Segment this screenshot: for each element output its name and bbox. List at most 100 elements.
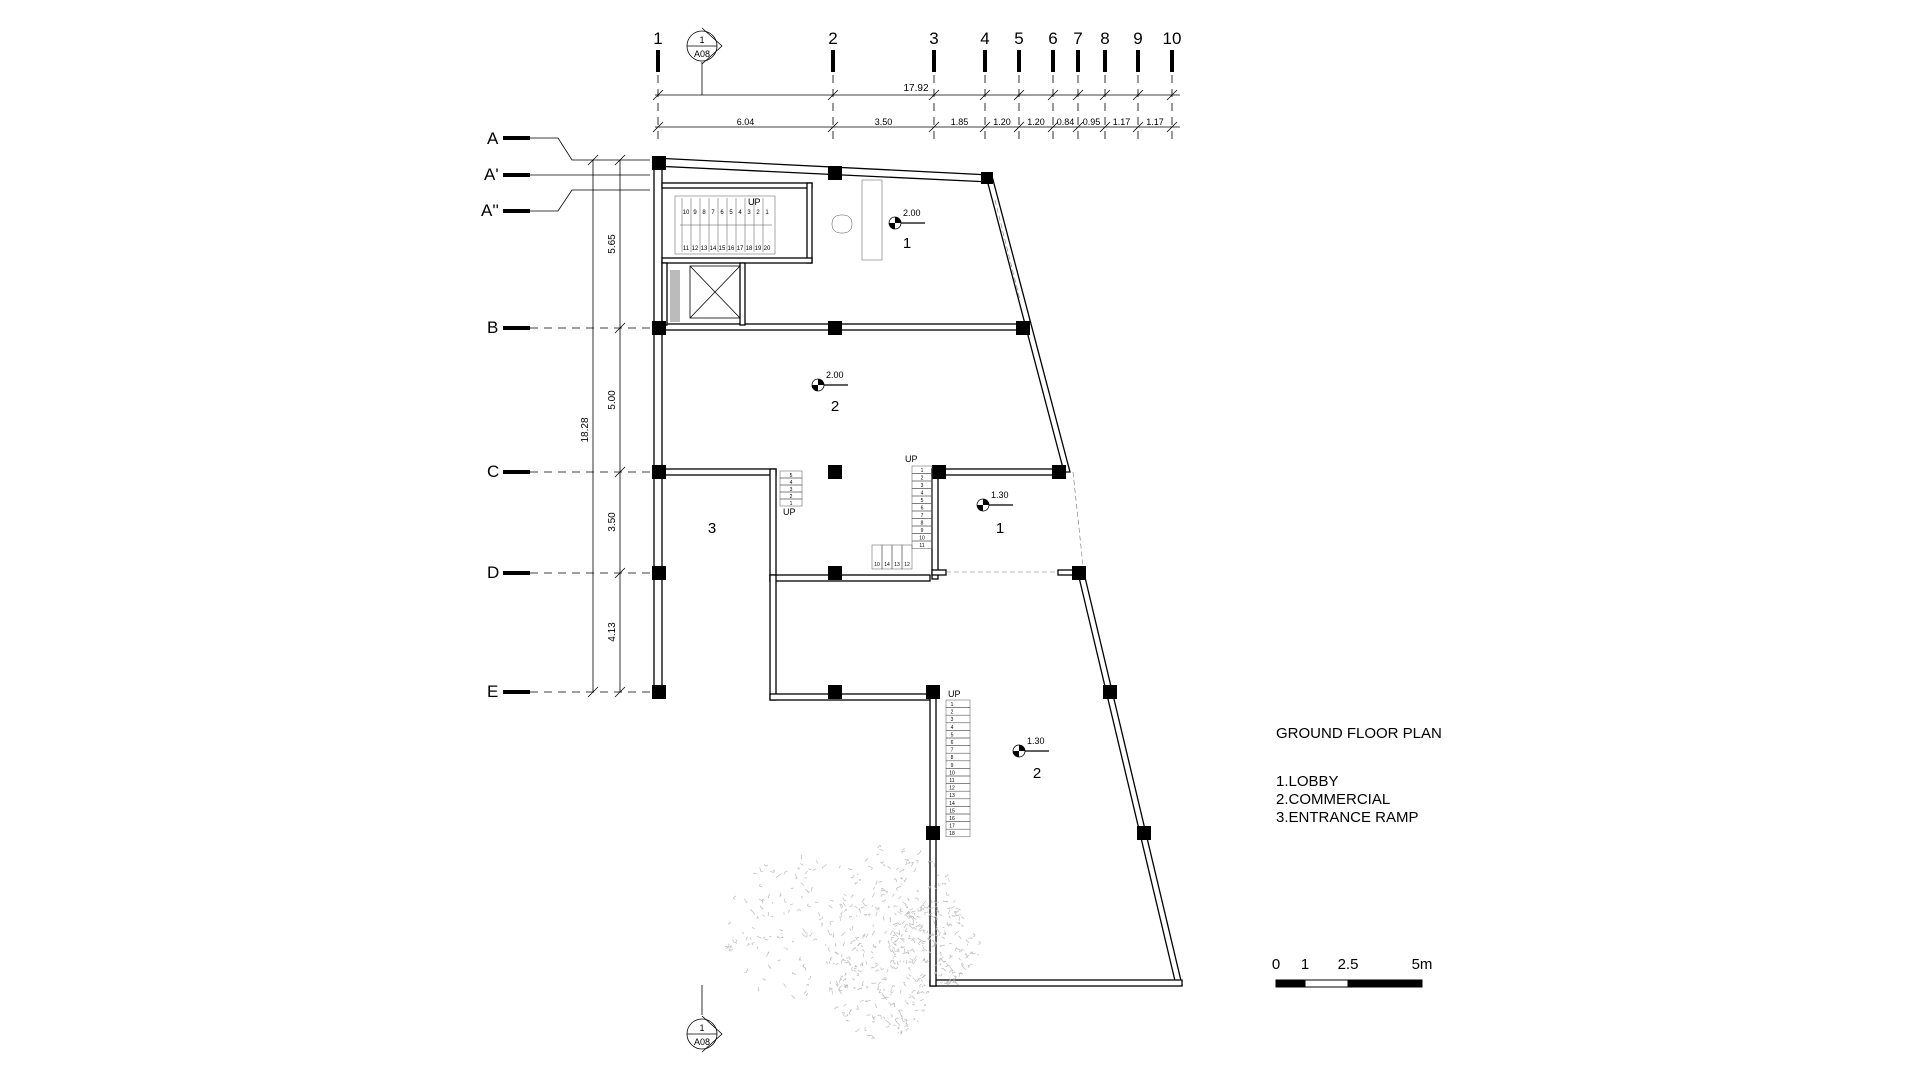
mid-stair-bottom-step: 14 <box>884 562 890 568</box>
top-dimension-chain: 17.92 6.04 3.50 1.85 1.20 1.20 0.84 0.95 1.17 1.… <box>655 83 1180 128</box>
legend: GROUND FLOOR PLAN 1.LOBBY 2.COMMERCIAL 3… <box>1276 725 1442 826</box>
grid-top-10: 10 <box>1163 29 1182 48</box>
grid-top-9: 9 <box>1133 29 1142 48</box>
section-marker-top: 1 A08 <box>686 27 723 95</box>
mid-stair-step: 8 <box>921 521 924 527</box>
main-stair-upper-step: 2 <box>756 210 760 216</box>
lower-stair-step: 5 <box>951 732 954 738</box>
dim-A-B: 5.65 <box>607 234 618 254</box>
grid-left-A-double-prime: A'' <box>481 201 499 220</box>
left-dimension-chain: 18.28 5.65 5.00 3.50 4.13 <box>580 154 626 698</box>
top-dim-seg-8: 1.17 <box>1113 117 1131 127</box>
level-lobby-top: 2.00 <box>903 208 921 218</box>
level-marker-commercial-bottom: 1.30 <box>1012 736 1049 758</box>
main-stair-upper-step: 10 <box>683 210 690 216</box>
mid-stair-step: 4 <box>921 491 924 497</box>
room-tag-lobby-top: 1 <box>903 235 911 252</box>
main-stair-upper-step: 9 <box>693 210 697 216</box>
top-dim-seg-7: 0.95 <box>1083 117 1101 127</box>
lower-stair-step: 10 <box>949 770 955 776</box>
legend-item-entrance-ramp: 3.ENTRANCE RAMP <box>1276 809 1419 826</box>
top-dim-seg-2: 3.50 <box>875 117 893 127</box>
mid-stair-step: 5 <box>921 498 924 504</box>
scale-label-2-5: 2.5 <box>1338 956 1359 973</box>
section-number-bottom: 1 <box>699 1023 704 1033</box>
top-dim-seg-4: 1.20 <box>993 117 1011 127</box>
top-dim-seg-1: 6.04 <box>737 117 755 127</box>
grid-left-C: C <box>487 462 499 481</box>
scale-bar: 0 1 2.5 5m <box>1272 956 1433 988</box>
main-stair-lower-step: 17 <box>737 246 744 252</box>
top-dim-seg-6: 0.84 <box>1057 117 1075 127</box>
top-dim-seg-5: 1.20 <box>1027 117 1045 127</box>
lower-stair-step: 9 <box>951 763 954 769</box>
main-stair-upper-step: 3 <box>747 210 751 216</box>
room-tag-ramp: 3 <box>708 520 716 537</box>
lower-stair-step: 17 <box>949 824 955 830</box>
scale-label-1: 1 <box>1301 956 1309 973</box>
main-stair-lower-step: 16 <box>728 246 735 252</box>
level-marker-lobby-mid: 1.30 <box>976 490 1013 512</box>
grid-top-7: 7 <box>1073 29 1082 48</box>
structural-columns <box>652 156 1151 840</box>
grid-left-A: A <box>487 129 499 148</box>
grid-left-B: B <box>487 318 498 337</box>
lower-stair-step: 16 <box>949 816 955 822</box>
lower-stair-step: 1 <box>951 702 954 708</box>
lower-stair-up-label: UP <box>948 689 961 699</box>
level-marker-commercial-top: 2.00 <box>811 370 848 392</box>
tree-canopy <box>724 845 981 1039</box>
lower-stair-step: 8 <box>951 755 954 761</box>
mid-stair-step: 10 <box>919 536 925 542</box>
mid-stair-step: 11 <box>919 543 924 549</box>
lower-stair-step: 2 <box>951 710 954 716</box>
main-stair-lower-step: 12 <box>692 246 699 252</box>
elevator-shaft <box>670 265 741 322</box>
lower-stair-step: 12 <box>949 786 955 792</box>
main-stair-upper-step: 1 <box>765 210 769 216</box>
legend-item-lobby: 1.LOBBY <box>1276 773 1339 790</box>
top-dim-seg-9: 1.17 <box>1146 117 1164 127</box>
main-stair-upper-step: 4 <box>738 210 742 216</box>
mid-stair-step: 7 <box>921 513 924 519</box>
grid-top-3: 3 <box>929 29 938 48</box>
overall-width-dim: 17.92 <box>903 83 928 94</box>
grid-left-A-prime: A' <box>484 165 499 184</box>
mid-stair-bottom-step: 12 <box>904 562 910 568</box>
lower-stair-step: 14 <box>949 801 955 807</box>
grid-left-D: D <box>487 563 499 582</box>
main-stair-up-label: UP <box>748 197 761 207</box>
main-stair-lower-step: 18 <box>746 246 753 252</box>
dim-D-E: 4.13 <box>607 622 618 642</box>
section-marker-bottom: 1 A08 <box>686 985 723 1053</box>
mid-stair-up-label: UP <box>905 454 918 464</box>
scale-label-5m: 5m <box>1412 956 1433 973</box>
grid-top-8: 8 <box>1100 29 1109 48</box>
small-stair-step: 5 <box>790 473 793 479</box>
mid-stair-bottom-step: 13 <box>894 562 900 568</box>
mid-stair-step: 3 <box>921 483 924 489</box>
small-stair-up-label: UP <box>783 507 796 517</box>
room-tag-commercial-bottom: 2 <box>1033 765 1041 782</box>
level-commercial-top: 2.00 <box>826 370 844 380</box>
mid-stair-step: 1 <box>921 468 924 474</box>
mid-stair-step: 6 <box>921 506 924 512</box>
lobby-counter <box>831 179 883 261</box>
overall-height-dim: 18.28 <box>580 417 591 442</box>
top-dim-seg-3: 1.85 <box>951 117 969 127</box>
lower-stair-step: 7 <box>951 748 954 754</box>
room-tag-commercial-top: 2 <box>831 398 839 415</box>
level-marker-lobby-top: 2.00 <box>888 208 925 230</box>
lower-stair-step: 3 <box>951 717 954 723</box>
main-stair-lower-step: 14 <box>710 246 717 252</box>
left-grid-axes: A A' A'' B C D E <box>481 129 650 701</box>
section-number: 1 <box>699 35 704 45</box>
small-stair-step: 4 <box>790 480 793 486</box>
main-stair-lower-step: 15 <box>719 246 726 252</box>
grid-top-2: 2 <box>828 29 837 48</box>
grid-top-1: 1 <box>653 29 662 48</box>
